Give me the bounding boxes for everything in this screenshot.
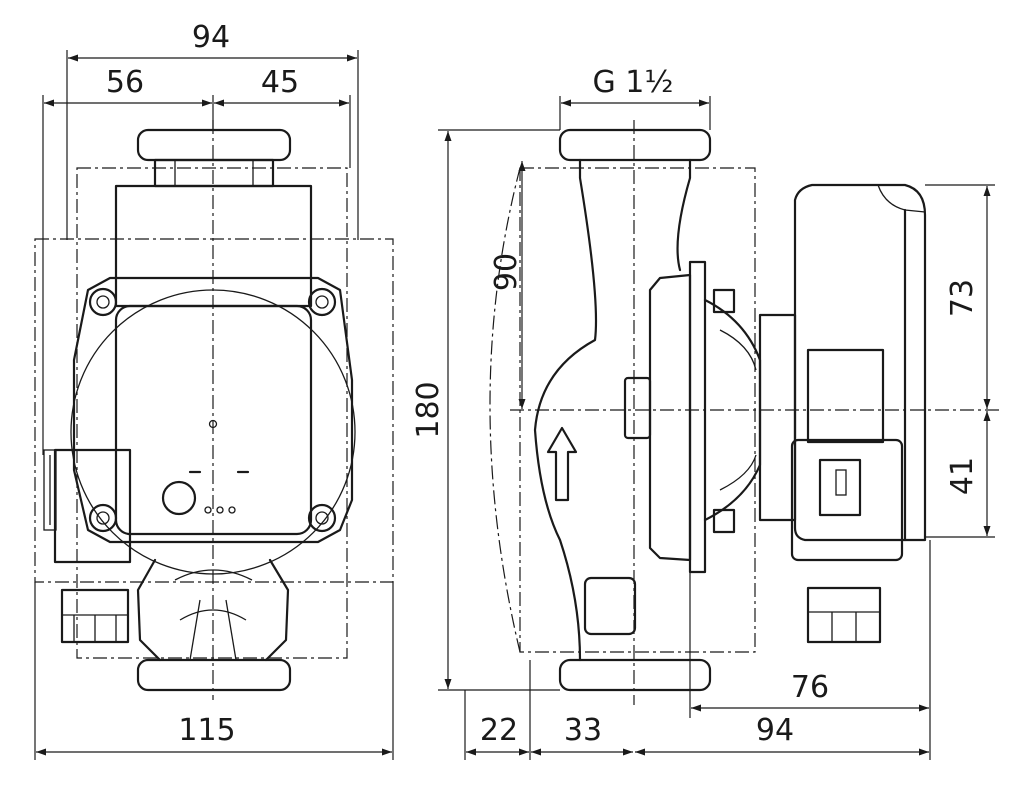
front-led-indicator	[208, 419, 218, 429]
dim-label-front-115: 115	[178, 713, 235, 748]
side-dashed-arc	[489, 167, 521, 653]
front-view	[34, 120, 394, 700]
front-bottom-flange	[136, 658, 292, 692]
side-top-flange	[558, 128, 712, 162]
dimension-lines	[34, 50, 995, 760]
side-cable-gland	[806, 586, 882, 644]
side-motor-head	[793, 183, 927, 542]
dim-label-side-73: 73	[945, 279, 980, 317]
side-casing	[648, 273, 692, 562]
front-envelope-outline	[34, 238, 394, 583]
side-flow-arrow	[546, 426, 578, 502]
front-top-neck	[153, 158, 275, 188]
side-window	[623, 376, 652, 440]
dim-label-front-45: 45	[261, 65, 299, 100]
dim-label-front-94-top: 94	[192, 20, 230, 55]
dim-label-side-90: 90	[489, 253, 524, 291]
front-volute-circle	[70, 289, 356, 575]
front-pump-housing	[72, 276, 354, 544]
dim-label-side-180: 180	[411, 381, 446, 438]
dim-label-side-76: 76	[791, 670, 829, 705]
front-pump-bottom-body	[136, 558, 290, 662]
front-control-knob	[161, 480, 197, 516]
dim-label-side-94: 94	[756, 713, 794, 748]
front-top-flange	[136, 128, 292, 162]
dim-label-thread: G 1½	[593, 65, 674, 100]
dim-label-front-56: 56	[106, 65, 144, 100]
side-lower-port	[583, 576, 637, 636]
dimension-labels: 94 56 45 115 G 1½ 180 90 73 41 22 33 94 …	[106, 20, 980, 748]
dim-label-side-22: 22	[480, 713, 518, 748]
side-bottom-flange	[558, 658, 712, 692]
front-cable-box	[53, 448, 132, 564]
dim-label-side-41: 41	[945, 457, 980, 495]
side-terminal-box	[790, 438, 904, 562]
side-view	[489, 120, 1000, 705]
front-control-panel	[114, 304, 313, 536]
front-motor-envelope-outline	[76, 167, 348, 659]
side-pump-body	[533, 158, 692, 662]
dim-label-side-33: 33	[564, 713, 602, 748]
